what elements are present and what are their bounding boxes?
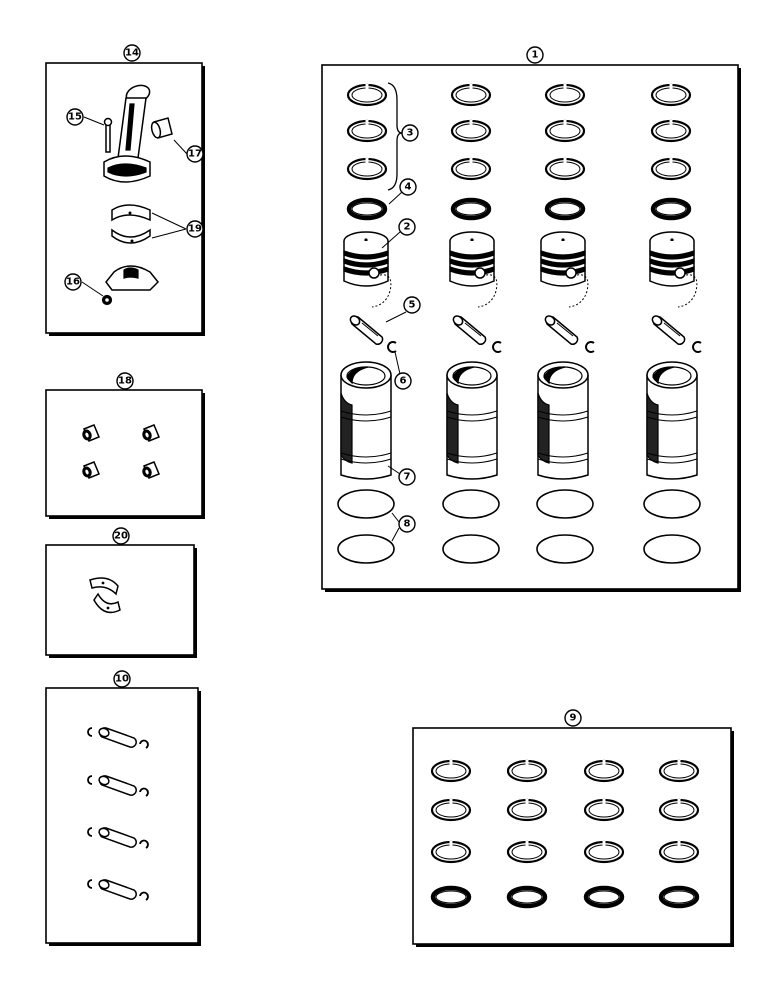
main-bearing-shells [89, 577, 121, 614]
callout-label: 4 [405, 182, 412, 193]
callout-label: 16 [66, 277, 80, 288]
rod-bearing-shells [111, 204, 151, 244]
panel-bearing-shells [45, 544, 197, 658]
callout-label: 14 [125, 48, 139, 59]
callout-label: 5 [409, 300, 416, 311]
rod-bushing [150, 117, 173, 139]
cylinder-sleeve [537, 361, 589, 480]
callout-20: 20 [112, 527, 130, 545]
callout-15: 15 [66, 108, 84, 126]
callout-3: 3 [401, 124, 419, 142]
callout-19: 19 [186, 220, 204, 238]
callout-2: 2 [398, 218, 416, 236]
callout-label: 15 [68, 112, 82, 123]
callout-label: 18 [118, 376, 132, 387]
callout-7: 7 [398, 468, 416, 486]
callout-18: 18 [116, 372, 134, 390]
panel-piston-sleeve-kit [321, 64, 741, 592]
callout-label: 6 [400, 376, 407, 387]
callout-14: 14 [123, 44, 141, 62]
callout-1: 1 [526, 46, 544, 64]
panel-ring-sets [412, 727, 734, 947]
connecting-rod [103, 84, 151, 183]
cylinder-sleeve [446, 361, 498, 480]
callout-label: 19 [188, 224, 202, 235]
callout-label: 20 [114, 531, 128, 542]
callout-5: 5 [403, 296, 421, 314]
callout-label: 2 [404, 222, 411, 233]
callout-8: 8 [398, 515, 416, 533]
callout-6: 6 [394, 372, 412, 390]
callout-label: 9 [570, 713, 577, 724]
callout-label: 3 [407, 128, 414, 139]
callout-4: 4 [399, 178, 417, 196]
callout-10: 10 [113, 670, 131, 688]
callout-label: 10 [115, 674, 129, 685]
cylinder-sleeve [646, 361, 698, 480]
callout-16: 16 [64, 273, 82, 291]
panel-pin-sets [45, 687, 201, 946]
callout-label: 17 [188, 149, 202, 160]
cylinder-sleeve [340, 361, 392, 480]
rod-bolt [103, 117, 113, 153]
callout-9: 9 [564, 709, 582, 727]
callout-label: 7 [404, 472, 411, 483]
panel-bushings [45, 389, 205, 519]
callout-label: 1 [532, 50, 539, 61]
rod-cap [105, 265, 160, 291]
callout-17: 17 [186, 145, 204, 163]
panel-connecting-rod [45, 62, 205, 336]
callout-label: 8 [404, 519, 411, 530]
rod-nut [101, 294, 113, 306]
